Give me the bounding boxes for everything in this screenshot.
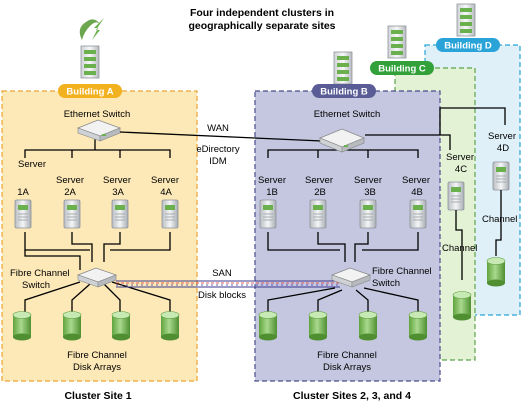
cluster-site-1-label: Cluster Site 1	[64, 390, 131, 402]
svg-text:2A: 2A	[64, 187, 76, 198]
svg-text:Building A: Building A	[66, 87, 113, 98]
svg-text:Building D: Building D	[444, 41, 492, 52]
disk-arrays-b-label-1: Fibre Channel	[317, 350, 377, 361]
wan-label: WAN	[207, 123, 229, 134]
svg-text:4A: 4A	[160, 187, 172, 198]
fc-switch-b-label-2: Switch	[372, 278, 400, 289]
server-1b: Server 1B	[258, 175, 286, 229]
idm-label: IDM	[209, 156, 227, 167]
site-d-wiring	[495, 190, 502, 256]
building-b-icon	[333, 51, 353, 85]
svg-text:1A: 1A	[17, 187, 29, 198]
svg-text:4B: 4B	[411, 187, 423, 198]
disk-array-b3-icon	[358, 311, 378, 341]
cluster-sites-234-label: Cluster Sites 2, 3, and 4	[293, 390, 411, 402]
san-link	[116, 280, 340, 288]
disk-array-b4-icon	[408, 311, 428, 341]
svg-text:Server: Server	[354, 175, 382, 186]
svg-text:Server: Server	[151, 175, 179, 186]
svg-text:2B: 2B	[314, 187, 326, 198]
svg-text:3A: 3A	[112, 187, 124, 198]
fc-switch-a-icon	[76, 267, 118, 288]
svg-text:3B: 3B	[364, 187, 376, 198]
channel-d-label: Channel	[482, 214, 517, 225]
svg-text:1B: 1B	[266, 187, 278, 198]
server-4c: Server 4C	[446, 152, 474, 211]
disk-array-b1-icon	[258, 311, 278, 341]
building-a-pill: Building A	[58, 84, 122, 98]
disk-arrays-a-label-2: Disk Arrays	[73, 362, 121, 373]
building-d-icon	[456, 3, 476, 37]
svg-text:4C: 4C	[455, 164, 467, 175]
svg-text:Building B: Building B	[320, 87, 368, 98]
disk-array-c-icon	[452, 291, 472, 321]
ethernet-switch-a-icon	[76, 119, 122, 142]
disk-array-a3-icon	[111, 311, 131, 341]
server-3a: Server 3A	[103, 175, 131, 229]
disk-array-d-icon	[486, 257, 506, 287]
channel-c-label: Channel	[442, 243, 477, 254]
svg-text:Server: Server	[56, 175, 84, 186]
building-b-pill: Building B	[312, 84, 376, 98]
fc-switch-b-label-1: Fibre Channel	[372, 266, 432, 277]
disk-array-a4-icon	[160, 311, 180, 341]
fc-switch-a-label-1: Fibre Channel	[10, 268, 70, 279]
disk-arrays-a-label-1: Fibre Channel	[67, 350, 127, 361]
wan-link	[119, 131, 323, 142]
disk-array-a1-icon	[12, 311, 32, 341]
svg-text:Server: Server	[488, 131, 516, 142]
svg-text:Server: Server	[402, 175, 430, 186]
svg-text:Server: Server	[103, 175, 131, 186]
title-line-2: geographically separate sites	[188, 20, 335, 32]
building-d-pill: Building D	[436, 38, 500, 52]
server-1a: Server 1A	[14, 159, 46, 229]
site-c-wiring	[455, 210, 463, 280]
edirectory-label: eDirectory	[196, 144, 240, 155]
svg-text:Server: Server	[18, 159, 46, 170]
svg-text:Server: Server	[446, 152, 474, 163]
server-3b: Server 3B	[354, 175, 382, 229]
building-a-icon	[79, 18, 104, 79]
disk-array-b2-icon	[308, 311, 328, 341]
svg-text:Server: Server	[305, 175, 333, 186]
server-4b: Server 4B	[402, 175, 430, 229]
server-4d: Server 4D	[488, 131, 516, 191]
ethernet-switch-a-label: Ethernet Switch	[64, 109, 131, 120]
svg-text:4D: 4D	[497, 143, 509, 154]
ethernet-switch-b-icon	[318, 128, 366, 153]
site-a-wiring	[24, 136, 171, 312]
fc-switch-b-icon	[330, 267, 372, 288]
server-4a: Server 4A	[151, 175, 179, 229]
disk-blocks-label: Disk blocks	[198, 290, 246, 301]
disk-array-a2-icon	[62, 311, 82, 341]
server-2b: Server 2B	[305, 175, 333, 229]
building-c-pill: Building C	[370, 61, 434, 75]
ethernet-switch-b-label: Ethernet Switch	[314, 109, 381, 120]
disk-arrays-b-label-2: Disk Arrays	[323, 362, 371, 373]
svg-text:Server: Server	[258, 175, 286, 186]
svg-text:Building C: Building C	[378, 64, 426, 75]
title-line-1: Four independent clusters in	[190, 7, 334, 19]
server-2a: Server 2A	[56, 175, 84, 229]
fc-switch-a-label-2: Switch	[22, 280, 50, 291]
san-label: SAN	[212, 268, 232, 279]
building-c-icon	[387, 25, 407, 59]
